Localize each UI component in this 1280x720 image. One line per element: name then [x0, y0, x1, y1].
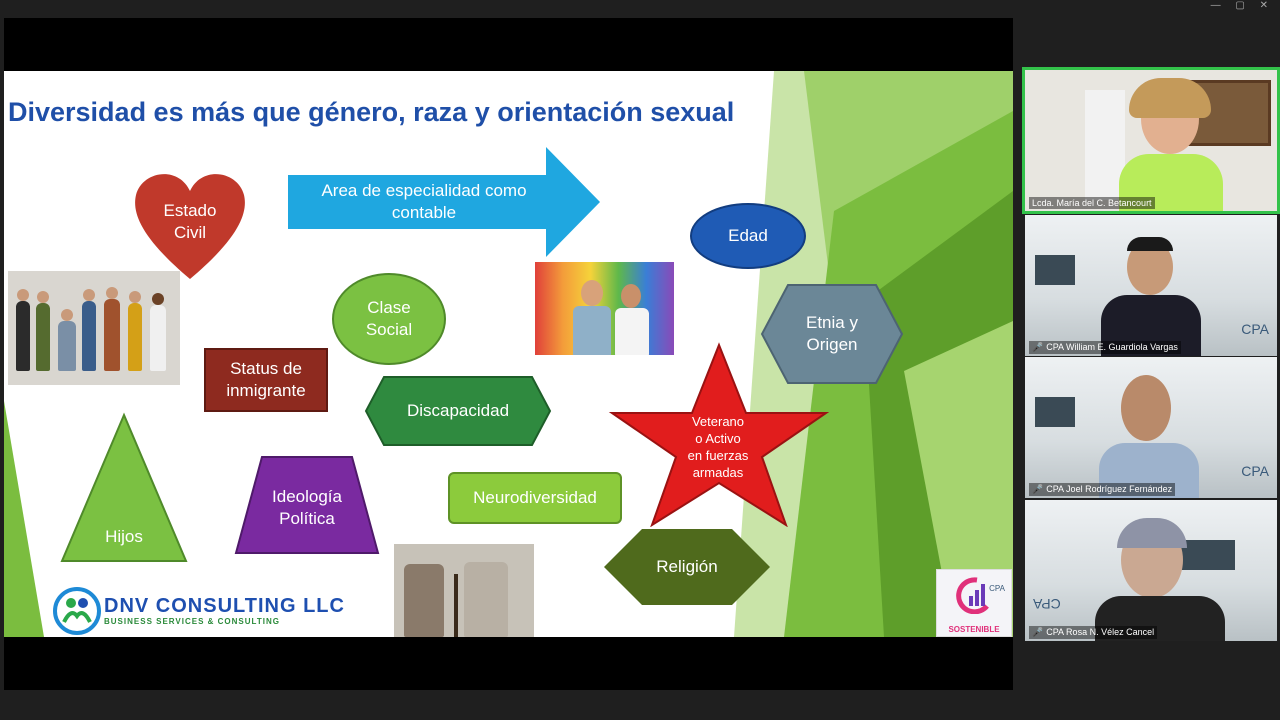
- cpa-badge-text: CPA: [989, 584, 1005, 593]
- estado-civil-label: Estado Civil: [163, 201, 217, 242]
- mic-muted-icon: 🎤: [1032, 484, 1044, 494]
- edad-label: Edad: [690, 203, 806, 269]
- ideologia-politica-label: Ideología Política: [272, 487, 342, 528]
- arrow-shape: [288, 147, 600, 257]
- window-controls[interactable]: — ▢ ✕: [1210, 0, 1274, 11]
- participant-tile-4[interactable]: CPA 🎤CPA Rosa N. Vélez Cancel: [1025, 500, 1277, 641]
- cpa-badge-sub: SOSTENIBLE: [948, 625, 1000, 634]
- cpa-logo-2: CPA: [1241, 321, 1269, 337]
- participant-tile-2[interactable]: CPA 🎤CPA William E. Guardiola Vargas: [1025, 215, 1277, 356]
- dnv-logo-icon: [53, 587, 101, 635]
- participant-3-name: 🎤CPA Joel Rodríguez Fernández: [1029, 483, 1176, 496]
- window-top-bar: — ▢ ✕: [0, 0, 1280, 18]
- area-especialidad-label: Area de especialidad como contable: [321, 181, 527, 222]
- etnia-origen-label: Etnia y Origen: [806, 313, 858, 354]
- slide-title: Diversidad es más que género, raza y ori…: [8, 97, 735, 127]
- neurodiversidad-label: Neurodiversidad: [448, 472, 622, 524]
- trapezoid-shape: [234, 456, 380, 554]
- mic-muted-icon: 🎤: [1032, 342, 1044, 352]
- cpa-badge-icon: [956, 577, 989, 614]
- religion-shape: [604, 529, 770, 605]
- participant-4-name: 🎤CPA Rosa N. Vélez Cancel: [1029, 626, 1158, 639]
- star-shape: [608, 342, 830, 527]
- screen-share-stage: Diversidad es más que género, raza y ori…: [4, 18, 1013, 690]
- dnv-logo-tagline: BUSINESS SERVICES & CONSULTING: [104, 617, 280, 626]
- triangle-shape: [60, 412, 188, 562]
- mic-muted-icon: 🎤: [1032, 627, 1044, 637]
- participant-3-avatar: [1121, 375, 1171, 441]
- hijos-label: Hijos: [105, 527, 143, 546]
- group-photo: [8, 271, 180, 385]
- discapacidad-shape: [364, 376, 552, 446]
- religion-label: Religión: [656, 557, 718, 576]
- pride-photo: [535, 262, 674, 355]
- elderly-photo: [394, 544, 534, 637]
- participant-2-name: 🎤CPA William E. Guardiola Vargas: [1029, 341, 1181, 354]
- cpa-logo-3: CPA: [1241, 463, 1269, 479]
- participant-tile-3[interactable]: CPA 🎤CPA Joel Rodríguez Fernández: [1025, 357, 1277, 498]
- veterano-label: Veterano o Activo en fuerzas armadas: [687, 414, 749, 480]
- cpa-logo-4: CPA: [1033, 596, 1061, 612]
- discapacidad-label: Discapacidad: [406, 401, 510, 420]
- cpa-sostenible-badge: CPA SOSTENIBLE: [936, 569, 1012, 637]
- slide-background-decoration: [4, 71, 1013, 637]
- participant-1-name: Lcda. María del C. Betancourt: [1029, 197, 1155, 209]
- clase-social-label: Clase Social: [332, 273, 446, 365]
- dnv-logo-name: DNV CONSULTING LLC: [104, 595, 345, 617]
- participant-tile-1[interactable]: Lcda. María del C. Betancourt: [1022, 67, 1280, 214]
- hexagon-shape: [760, 284, 904, 384]
- heart-shape: [135, 174, 245, 279]
- status-inmigrante-label: Status de inmigrante: [204, 348, 328, 412]
- presentation-slide: Diversidad es más que género, raza y ori…: [4, 71, 1013, 637]
